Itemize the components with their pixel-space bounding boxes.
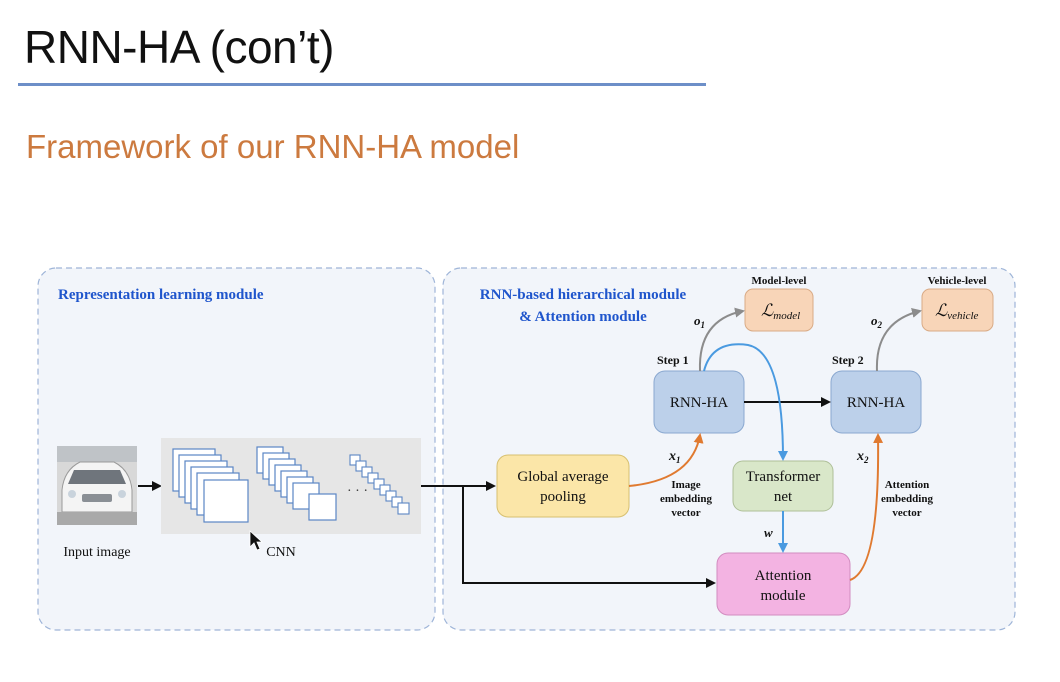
w-symbol: w xyxy=(764,525,773,540)
hierarchical-module-title-line2: & Attention module xyxy=(519,309,647,325)
arrow-attention-to-step2 xyxy=(849,433,884,581)
o2-symbol: o2 xyxy=(871,313,883,330)
model-loss-box xyxy=(744,288,814,332)
image-embedding-line2: embedding xyxy=(660,493,712,505)
cnn-ellipsis: · · · xyxy=(347,484,368,499)
x1-symbol: x1 xyxy=(668,449,681,465)
image-embedding-line1: Image xyxy=(671,479,700,491)
rnn-ha-step1-label: RNN-HA xyxy=(670,395,728,411)
slide-subtitle: Framework of our RNN-HA model xyxy=(26,128,520,165)
arrow-cnn-to-attention xyxy=(462,486,716,588)
arrow-step2-output xyxy=(875,308,922,372)
model-loss-symbol: ℒmodel xyxy=(761,301,800,322)
title-underline xyxy=(18,83,706,86)
rnn-ha-step2-label: RNN-HA xyxy=(847,395,905,411)
step2-label: Step 2 xyxy=(832,353,864,367)
attention-label-line1: Attention xyxy=(755,568,812,584)
hierarchical-module-title-line1: RNN-based hierarchical module xyxy=(480,287,687,303)
attention-embedding-line3: vector xyxy=(892,507,921,519)
attention-module-box xyxy=(716,552,851,616)
cnn-feature-maps-small xyxy=(349,454,410,515)
slide-title: RNN-HA (con’t) xyxy=(24,21,334,73)
arrow-step1-output xyxy=(698,307,745,372)
input-car-image xyxy=(57,446,137,525)
gap-label-line2: pooling xyxy=(540,489,586,505)
vehicle-loss-symbol: ℒvehicle xyxy=(935,301,979,322)
transformer-label-line2: net xyxy=(774,489,793,505)
representation-module-title: Representation learning module xyxy=(58,287,264,303)
attention-embedding-line2: embedding xyxy=(881,493,933,505)
attention-label-line2: module xyxy=(761,588,806,604)
cnn-label: CNN xyxy=(266,545,296,560)
arrow-step1-to-transformer xyxy=(703,343,788,461)
arrow-gap-to-step1 xyxy=(628,433,704,487)
input-image-label: Input image xyxy=(63,545,130,560)
x2-symbol: x2 xyxy=(856,449,869,465)
o1-symbol: o1 xyxy=(694,313,705,330)
cnn-feature-maps-large xyxy=(172,448,249,523)
mouse-cursor-icon xyxy=(249,530,264,551)
global-average-pooling-box xyxy=(496,454,630,518)
transformer-label-line1: Transformer xyxy=(746,469,820,485)
image-embedding-line3: vector xyxy=(671,507,700,519)
gap-label-line1: Global average xyxy=(517,469,609,485)
vehicle-level-label: Vehicle-level xyxy=(928,275,987,287)
step1-label: Step 1 xyxy=(657,353,689,367)
model-level-label: Model-level xyxy=(752,275,807,287)
cnn-feature-maps-medium xyxy=(256,446,337,521)
attention-embedding-line1: Attention xyxy=(885,479,930,491)
vehicle-loss-box xyxy=(921,288,994,332)
